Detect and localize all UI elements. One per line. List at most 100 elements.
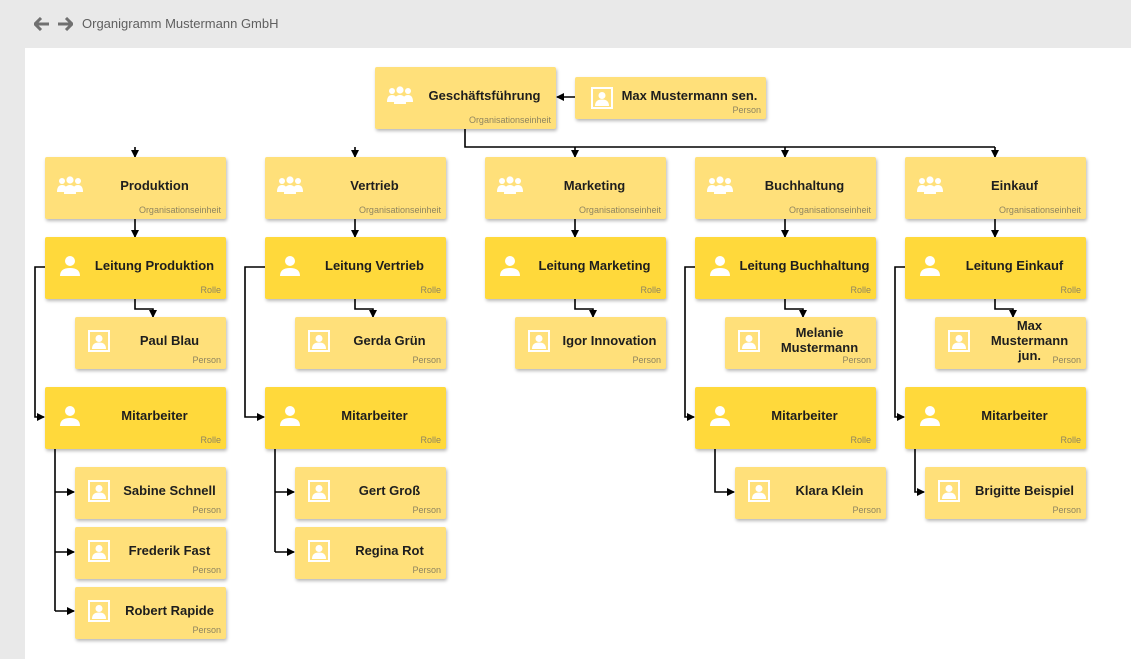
org-unit-type: Organisationseinheit <box>138 205 221 215</box>
person-name: Klara Klein <box>795 482 864 498</box>
user-role-icon <box>499 255 521 277</box>
role-title: Leitung Einkauf <box>965 257 1064 273</box>
org-unit-marketing[interactable]: Marketing Organisationseinheit <box>485 157 666 219</box>
person-name: Gerda Grün <box>353 332 426 348</box>
org-unit-geschaeftsfuehrung[interactable]: Geschäftsführung Organisationseinheit <box>375 67 556 129</box>
person-card-brigitte-beispiel[interactable]: Brigitte Beispiel Person <box>925 467 1086 519</box>
role-leitung-marketing[interactable]: Leitung Marketing Rolle <box>485 237 666 299</box>
role-type: Rolle <box>850 285 871 295</box>
page-title: Organigramm Mustermann GmbH <box>82 16 279 31</box>
org-unit-produktion[interactable]: Produktion Organisationseinheit <box>45 157 226 219</box>
person-card-melanie-mustermann[interactable]: Melanie Mustermann Person <box>725 317 876 369</box>
role-type: Rolle <box>850 435 871 445</box>
person-card-gert-gross[interactable]: Gert Groß Person <box>295 467 446 519</box>
person-type: Person <box>192 625 221 635</box>
role-mitarbeiter-vertrieb[interactable]: Mitarbeiter Rolle <box>265 387 446 449</box>
person-type: Person <box>412 565 441 575</box>
person-name: Paul Blau <box>139 332 200 348</box>
person-name: Max Mustermann sen. <box>621 87 758 103</box>
person-portrait-icon <box>87 329 111 353</box>
person-card-robert-rapide[interactable]: Robert Rapide Person <box>75 587 226 639</box>
person-portrait-icon <box>527 329 551 353</box>
person-portrait-icon <box>737 329 761 353</box>
person-type: Person <box>412 505 441 515</box>
person-portrait-icon <box>947 329 971 353</box>
org-unit-title: Marketing <box>563 177 626 193</box>
back-button[interactable] <box>33 15 51 33</box>
group-icon <box>705 175 735 197</box>
role-type: Rolle <box>200 435 221 445</box>
person-card-paul-blau[interactable]: Paul Blau Person <box>75 317 226 369</box>
org-unit-einkauf[interactable]: Einkauf Organisationseinheit <box>905 157 1086 219</box>
person-card-max-mustermann-sen[interactable]: Max Mustermann sen. Person <box>575 77 766 119</box>
person-type: Person <box>192 505 221 515</box>
role-title: Leitung Vertrieb <box>325 257 424 273</box>
role-mitarbeiter-buchhaltung[interactable]: Mitarbeiter Rolle <box>695 387 876 449</box>
org-unit-title: Vertrieb <box>350 177 399 193</box>
role-title: Leitung Buchhaltung <box>739 257 870 273</box>
person-card-gerda-gruen[interactable]: Gerda Grün Person <box>295 317 446 369</box>
arrow-left-icon <box>34 17 49 31</box>
person-name: Igor Innovation <box>562 332 657 348</box>
person-name: Brigitte Beispiel <box>975 482 1074 498</box>
person-name: Robert Rapide <box>125 602 214 618</box>
person-type: Person <box>1052 505 1081 515</box>
person-type: Person <box>1052 355 1081 365</box>
forward-button[interactable] <box>56 15 74 33</box>
role-title: Mitarbeiter <box>771 407 838 423</box>
user-role-icon <box>279 255 301 277</box>
role-type: Rolle <box>1060 285 1081 295</box>
user-role-icon <box>919 255 941 277</box>
top-bar: Organigramm Mustermann GmbH <box>0 0 1131 48</box>
org-unit-title: Geschäftsführung <box>428 87 541 103</box>
role-leitung-produktion[interactable]: Leitung Produktion Rolle <box>45 237 226 299</box>
role-type: Rolle <box>420 285 441 295</box>
org-unit-type: Organisationseinheit <box>358 205 441 215</box>
role-mitarbeiter-einkauf[interactable]: Mitarbeiter Rolle <box>905 387 1086 449</box>
person-name: Max Mustermann jun. <box>990 317 1069 363</box>
user-role-icon <box>59 405 81 427</box>
group-icon <box>275 175 305 197</box>
person-type: Person <box>192 355 221 365</box>
person-name: Frederik Fast <box>128 542 211 558</box>
person-card-max-mustermann-jun[interactable]: Max Mustermann jun. Person <box>935 317 1086 369</box>
person-portrait-icon <box>87 539 111 563</box>
person-portrait-icon <box>590 86 614 110</box>
person-type: Person <box>852 505 881 515</box>
user-role-icon <box>279 405 301 427</box>
person-card-regina-rot[interactable]: Regina Rot Person <box>295 527 446 579</box>
group-icon <box>915 175 945 197</box>
person-type: Person <box>632 355 661 365</box>
org-unit-title: Buchhaltung <box>764 177 845 193</box>
org-unit-type: Organisationseinheit <box>998 205 1081 215</box>
user-role-icon <box>919 405 941 427</box>
person-portrait-icon <box>307 479 331 503</box>
role-type: Rolle <box>200 285 221 295</box>
role-type: Rolle <box>640 285 661 295</box>
user-role-icon <box>59 255 81 277</box>
group-icon <box>385 85 415 107</box>
person-portrait-icon <box>87 479 111 503</box>
org-unit-type: Organisationseinheit <box>578 205 661 215</box>
org-unit-vertrieb[interactable]: Vertrieb Organisationseinheit <box>265 157 446 219</box>
group-icon <box>55 175 85 197</box>
person-name: Regina Rot <box>355 542 424 558</box>
person-card-igor-innovation[interactable]: Igor Innovation Person <box>515 317 666 369</box>
person-card-sabine-schnell[interactable]: Sabine Schnell Person <box>75 467 226 519</box>
role-leitung-einkauf[interactable]: Leitung Einkauf Rolle <box>905 237 1086 299</box>
role-mitarbeiter-produktion[interactable]: Mitarbeiter Rolle <box>45 387 226 449</box>
role-title: Mitarbeiter <box>121 407 188 423</box>
role-leitung-buchhaltung[interactable]: Leitung Buchhaltung Rolle <box>695 237 876 299</box>
person-type: Person <box>412 355 441 365</box>
org-unit-type: Organisationseinheit <box>788 205 871 215</box>
person-portrait-icon <box>747 479 771 503</box>
person-card-klara-klein[interactable]: Klara Klein Person <box>735 467 886 519</box>
role-title: Leitung Produktion <box>94 257 215 273</box>
person-portrait-icon <box>307 329 331 353</box>
role-leitung-vertrieb[interactable]: Leitung Vertrieb Rolle <box>265 237 446 299</box>
person-type: Person <box>732 105 761 115</box>
org-unit-buchhaltung[interactable]: Buchhaltung Organisationseinheit <box>695 157 876 219</box>
person-card-frederik-fast[interactable]: Frederik Fast Person <box>75 527 226 579</box>
arrow-right-icon <box>58 17 73 31</box>
person-type: Person <box>192 565 221 575</box>
